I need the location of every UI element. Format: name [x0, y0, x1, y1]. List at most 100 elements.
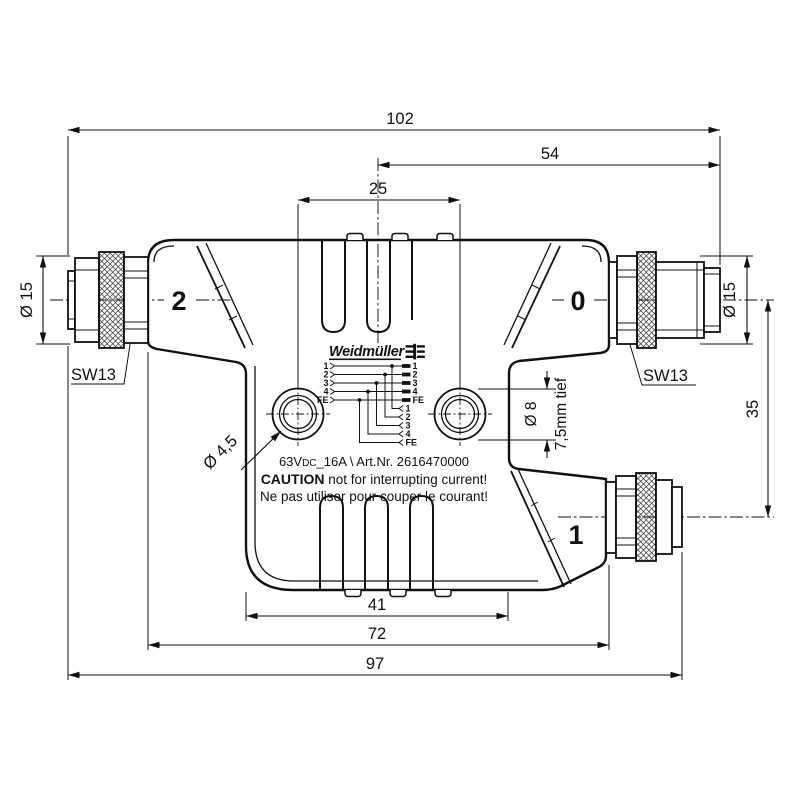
dim-35-label: 35 — [744, 400, 762, 418]
arm-shoulder-edge-2 — [517, 468, 572, 585]
port-0-label: 0 — [570, 286, 585, 316]
right-shoulder-edge-2 — [503, 242, 552, 346]
port-0-connector — [608, 251, 721, 349]
port0-hex-facets — [617, 269, 637, 331]
caution-line-fr: Ne pas utiliser pour couper le courant! — [260, 489, 488, 504]
hole-left-inner — [282, 398, 314, 430]
wiring-junction-dots — [357, 364, 394, 402]
pin-out-top-3: 3 — [413, 378, 418, 388]
port2-endcap — [67, 270, 76, 330]
pin-in-2: 2 — [323, 370, 328, 380]
groove-top-2 — [366, 240, 391, 334]
port0-barrel-lines — [656, 262, 704, 338]
sw13-left-label: SW13 — [71, 366, 116, 384]
port2-rear-body — [74, 257, 100, 343]
pin-out-top-4: 4 — [413, 387, 418, 397]
pin-in-1: 1 — [323, 361, 328, 371]
port-1-label: 1 — [568, 520, 583, 550]
mounting-hole-right — [433, 387, 487, 441]
pin-out-bot-fe: FE — [406, 438, 418, 448]
hole-right-outer — [433, 387, 487, 441]
dim-dia45-label: Ø 4,5 — [200, 432, 241, 473]
port1-barrel — [655, 479, 673, 555]
arm-shoulder-edge — [510, 470, 565, 588]
mounting-hole-left — [271, 387, 325, 441]
port2-hex-facets — [124, 270, 148, 330]
port1-hex-facets — [616, 488, 636, 546]
right-shoulder-edge — [511, 245, 561, 349]
ext-dia8 — [478, 388, 556, 441]
left-shoulder-edge — [196, 245, 246, 349]
dim-72-label: 72 — [368, 625, 386, 643]
chamfer-ticks — [214, 284, 556, 543]
dim-dia8-label: Ø 8 — [523, 402, 540, 427]
hole-left-mid — [278, 394, 318, 434]
inner-corner-arcs — [153, 245, 602, 263]
dim-depth-label: 7,5mm tief — [553, 377, 570, 450]
inner-wall-line — [254, 366, 538, 582]
tab-top-3 — [436, 232, 454, 240]
hole-right-cross — [428, 382, 492, 446]
port2-hex-nut — [123, 256, 149, 344]
top-grooves — [321, 232, 454, 334]
hole-right-mid — [440, 394, 480, 434]
inner-contours — [153, 242, 602, 588]
dim-dia15-right-label: Ø 15 — [721, 282, 739, 318]
spec-line: 63VDC_16A \ Art.Nr. 2616470000 — [279, 454, 469, 469]
pin-out-bot-2: 2 — [406, 412, 411, 422]
pin-out-bot-4: 4 — [406, 429, 411, 439]
brand-logo: Weidmüller — [329, 343, 425, 361]
sw13-right-label: SW13 — [643, 367, 688, 385]
pin-out-top-1: 1 — [413, 361, 418, 371]
body-outline — [146, 238, 611, 592]
pin-in-fe: FE — [317, 395, 329, 405]
hole-left-cross — [266, 382, 330, 446]
tab-bottom-2 — [389, 590, 407, 598]
port2-knurl-ring — [98, 251, 125, 349]
pin-out-bot-1: 1 — [406, 404, 411, 414]
dim-54-label: 54 — [541, 145, 559, 163]
dim-41-label: 41 — [368, 596, 386, 614]
port2-endcap-ticks — [68, 280, 75, 320]
pin-out-top-fe: FE — [413, 395, 425, 405]
weidmueller-logo-text: Weidmüller — [329, 344, 406, 360]
port2-rear-lines — [75, 269, 99, 331]
wiring-diagram: 1 2 3 4 FE 1 2 3 4 FE 1 2 3 4 FE — [317, 361, 424, 448]
ext-72 — [147, 352, 610, 650]
sw13-right-leader — [625, 330, 696, 386]
port1-flange — [605, 481, 617, 554]
wiring-lines — [329, 362, 404, 446]
hole-right-inner — [444, 398, 476, 430]
pin-in-4: 4 — [323, 387, 328, 397]
tab-top-2 — [391, 232, 409, 240]
dim-97-label: 97 — [366, 655, 384, 673]
port0-hex-nut — [616, 255, 638, 345]
pin-out-bot-3: 3 — [406, 421, 411, 431]
port1-knurl-ring — [635, 472, 657, 562]
dim-102-label: 102 — [386, 110, 414, 128]
caution-line-en: CAUTION not for interrupting current! — [261, 471, 488, 487]
pin-out-top-2: 2 — [413, 370, 418, 380]
wiring-pin-squares — [402, 364, 411, 402]
port1-tip — [671, 486, 683, 548]
groove-bottom-3 — [409, 494, 434, 590]
dimension-labels: 102 54 25 41 72 97 Ø 15 Ø 15 35 Ø 8 7,5m… — [18, 110, 762, 673]
port0-barrel — [655, 261, 705, 339]
bottom-grooves — [319, 494, 452, 598]
groove-bottom-2 — [364, 494, 389, 590]
sw13-left-leader — [71, 324, 134, 385]
marking-text: 63VDC_16A \ Art.Nr. 2616470000 CAUTION n… — [260, 454, 488, 504]
tab-bottom-3 — [434, 590, 452, 598]
dim-dia15-left-label: Ø 15 — [18, 282, 36, 318]
device-body — [146, 232, 611, 598]
port0-knurl-ring — [636, 251, 657, 349]
port0-flange — [608, 261, 618, 339]
port-2-connector — [67, 251, 149, 349]
groove-bottom-1 — [319, 494, 344, 590]
hole-left-outer — [271, 387, 325, 441]
dimension-lines — [39, 126, 772, 679]
tab-bottom-1 — [344, 590, 362, 598]
port-2-label: 2 — [171, 286, 186, 316]
